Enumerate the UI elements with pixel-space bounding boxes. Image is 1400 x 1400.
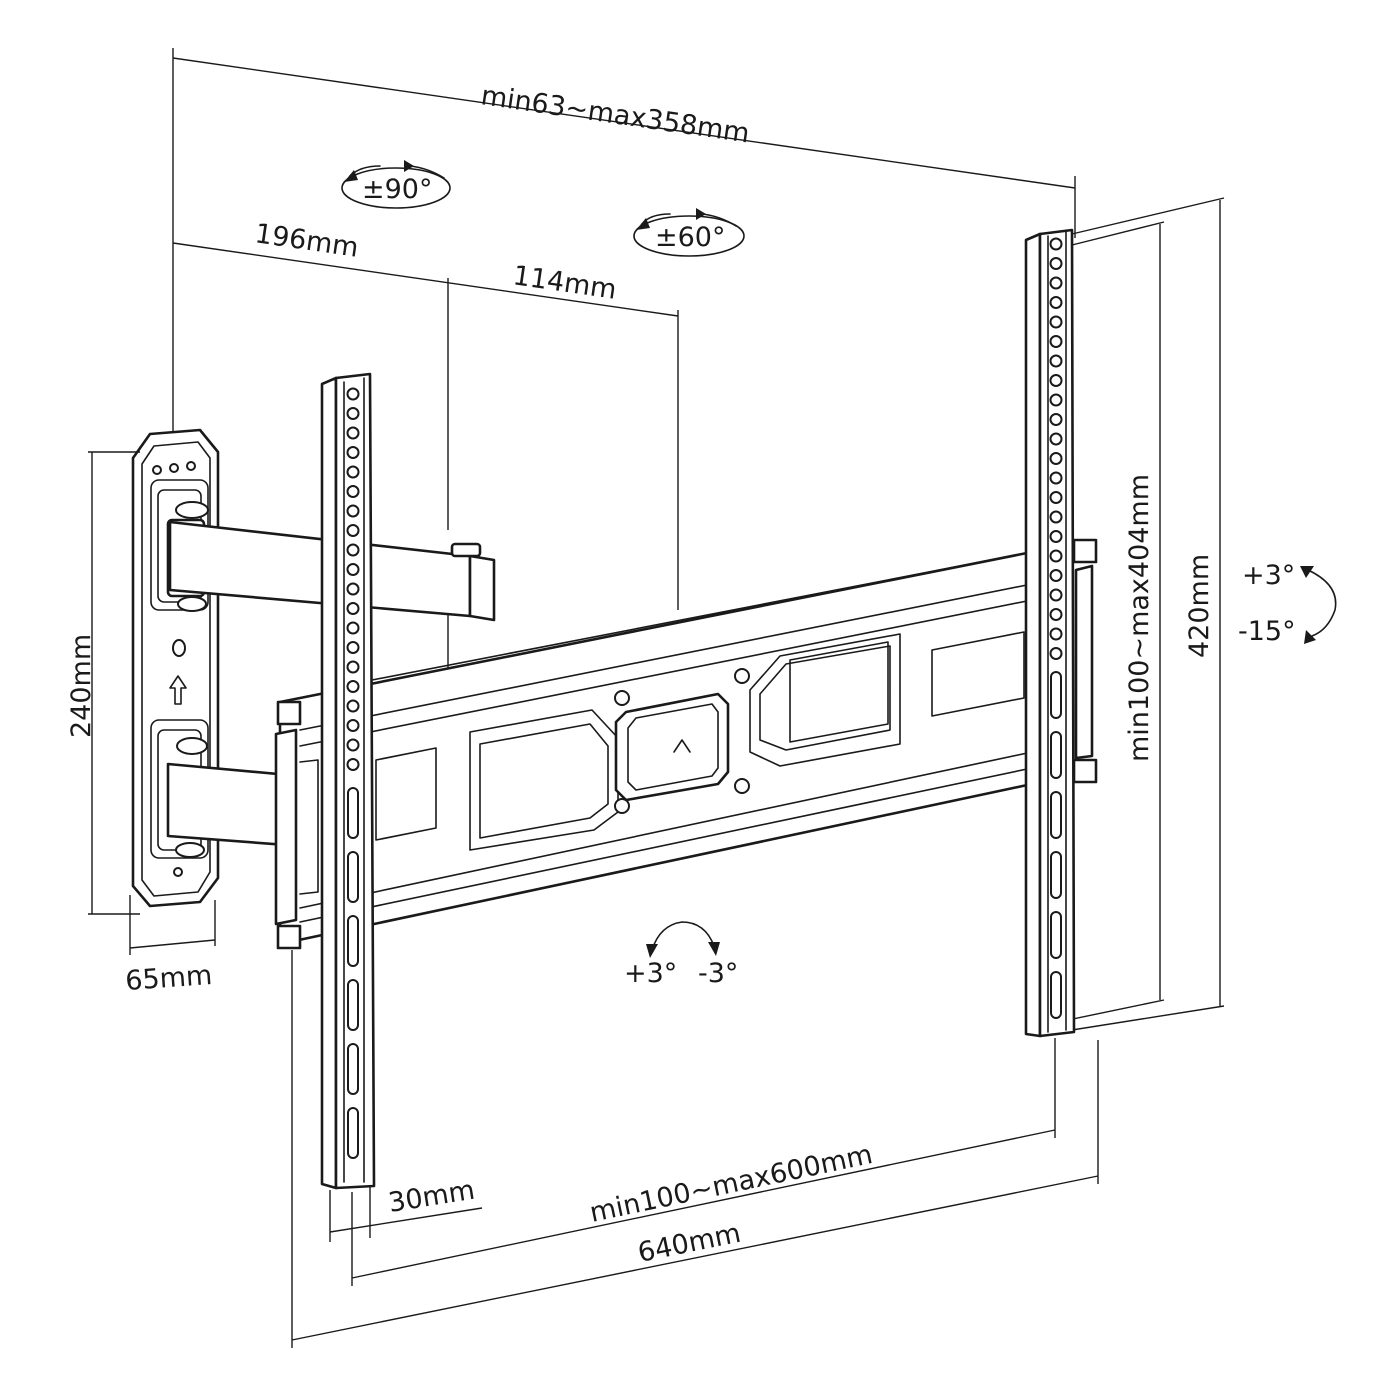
mounting-slot [347,787,359,839]
mounting-hole [1049,627,1063,641]
mounting-hole [1049,257,1063,270]
mounting-hole [1049,569,1063,582]
overall-depth-label: min63~max358mm [479,80,752,149]
mounting-hole [346,387,360,401]
mounting-hole [1049,647,1063,660]
bracket-height-label: 420mm [1184,554,1215,658]
mounting-hole [346,485,360,498]
mounting-hole [1049,510,1063,524]
mounting-hole [346,504,360,518]
vesa-vertical-label: min100~max404mm [1124,474,1155,762]
mounting-slot [1050,911,1062,959]
wall-plate [131,428,220,908]
mounting-hole [1049,452,1063,465]
mounting-hole [1049,471,1063,485]
roll-left-label: +3° [624,958,677,989]
mounting-hole [346,719,360,732]
caret-up-logo [673,739,691,753]
mounting-hole [346,602,360,615]
wall-height-label: 240mm [66,634,97,738]
vesa-holes-left [346,387,360,1159]
total-width-label: 640mm [635,1218,743,1269]
mounting-hole [1049,588,1063,602]
mounting-slot [347,1107,359,1159]
roll-arrows-icon [646,921,720,958]
mounting-slot [1050,671,1062,719]
mounting-hole [1049,296,1063,309]
mounting-hole [346,680,360,693]
mounting-hole [346,758,360,771]
vertical-strip-right [1024,228,1076,1038]
mounting-hole [1049,276,1063,290]
mounting-slot [347,851,359,903]
mounting-hole [346,465,360,479]
mounting-hole [346,446,360,459]
mounting-hole [1049,413,1063,426]
up-arrow-icon [169,675,187,705]
mounting-slot [1050,971,1062,1019]
mounting-hole [1049,354,1063,368]
mounting-slot [1050,731,1062,779]
mounting-slot [1050,851,1062,899]
swivel-60-label: ±60° [655,222,725,253]
swivel-90-label: ±90° [362,174,432,205]
vesa-horizontal-label: min100~max600mm [587,1139,875,1229]
wall-width-label: 65mm [124,960,213,997]
mounting-hole [346,543,360,557]
vertical-strip-left [320,372,376,1190]
mounting-hole [1049,432,1063,446]
mounting-hole [346,563,360,576]
mounting-hole [1049,315,1063,329]
mounting-hole [1049,335,1063,348]
mounting-hole [346,641,360,654]
mounting-hole [1049,237,1063,251]
mounting-hole [346,738,360,752]
mounting-hole [1049,530,1063,543]
mounting-hole [1049,608,1063,621]
mounting-hole [1049,549,1063,563]
swivel-60-icon [633,208,745,257]
swivel-arm-lower [166,737,302,858]
mounting-hole [1049,393,1063,407]
mounting-hole [346,699,360,713]
mounting-hole [1049,491,1063,504]
mounting-hole [346,660,360,674]
mounting-hole [346,426,360,440]
tilt-arrows-icon [1300,566,1337,644]
mounting-slot [347,1043,359,1095]
tilt-down-label: -15° [1238,616,1296,647]
vesa-holes-right [1049,237,1063,1019]
mounting-hole [346,524,360,537]
mounting-slot [1050,791,1062,839]
mounting-hole [346,621,360,635]
horizontal-rail [274,538,1098,950]
mounting-slot [347,915,359,967]
roll-right-label: -3° [698,958,738,989]
mounting-slot [347,979,359,1031]
strip-width-label: 30mm [386,1175,477,1219]
swivel-90-icon [341,160,451,209]
mounting-hole [346,582,360,596]
mounting-hole [1049,374,1063,387]
tilt-up-label: +3° [1242,560,1295,591]
mounting-hole [346,407,360,420]
